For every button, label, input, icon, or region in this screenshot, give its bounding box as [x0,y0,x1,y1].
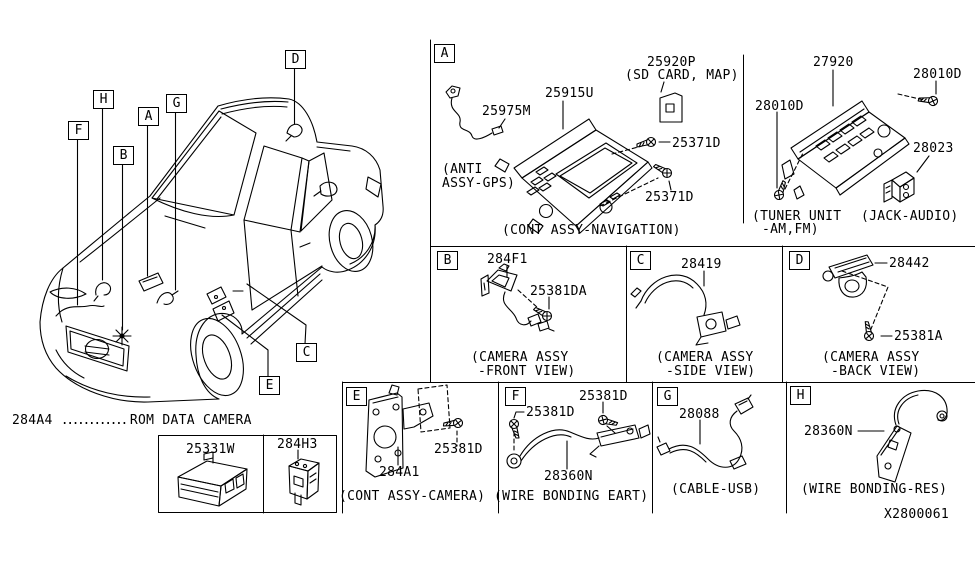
part-label-25381d-e: 25381D [434,442,483,457]
part-label-25331w: 25331W [186,442,235,457]
part-label-25915u: 25915U [545,86,594,101]
jack-audio-art [883,171,915,203]
part-label-28088: 28088 [679,407,720,422]
gps-antenna-art [445,85,504,140]
note-label: ROM DATA CAMERA [129,413,252,428]
screw-25371d-upper [636,136,657,148]
caption-side-cam-line1: (CAMERA ASSY [656,350,754,365]
car-drawing [39,97,384,403]
caption-cont-assy-camera: (CONT ASSY-CAMERA) [339,489,486,504]
car-callout-C: C [296,343,317,362]
rom-data-camera-note: 284A4 ............ROM DATA CAMERA [12,414,252,427]
caption-wire-bonding-eart: (WIRE BONDING EART) [494,489,649,504]
section-tag-D: D [789,251,810,270]
part-label-28442: 28442 [889,256,930,271]
sd-card-icon [659,92,683,123]
car-callout-B: B [113,146,134,165]
car-mounted-parts [55,123,303,346]
caption-back-cam-line1: (CAMERA ASSY [822,350,920,365]
part-label-25975m: 25975M [482,104,531,119]
side-camera-art [630,274,741,346]
relay-284h3-art [288,458,320,506]
caption-cable-usb: (CABLE-USB) [671,482,761,497]
tuner-unit-art [781,100,910,200]
part-label-25381da: 25381DA [530,284,587,299]
nav-unit-art [494,118,653,234]
note-code: 284A4 [12,413,53,428]
car-callout-leaders [76,68,307,377]
usb-cable-art [656,394,754,470]
assembly-dashed-lines [417,93,925,453]
part-label-28419: 28419 [681,257,722,272]
back-camera-art [822,254,874,298]
section-grid [158,39,975,514]
car-callout-A: A [138,107,159,126]
part-label-sd-card-sub: (SD CARD, MAP) [625,68,739,83]
part-label-28010d-right: 28010D [913,67,962,82]
caption-anti-line1: (ANTI [442,162,483,177]
part-label-25371d-upper: 25371D [672,136,721,151]
front-camera-art [480,263,555,332]
switch-25331w-art [177,451,248,507]
section-tag-B: B [437,251,458,270]
screw-25381da [533,302,554,324]
part-label-284f1: 284F1 [487,252,528,267]
part-label-25920p: 25920P [647,55,696,70]
camera-controller-art [365,384,434,478]
caption-back-cam-line2: -BACK VIEW) [831,364,921,379]
part-label-25381d-f-top: 25381D [579,389,628,404]
caption-tuner-line1: (TUNER UNIT [752,209,842,224]
car-callout-H: H [93,90,114,109]
caption-jack-audio: (JACK-AUDIO) [861,209,959,224]
section-tag-C: C [630,251,651,270]
caption-wire-bonding-res: (WIRE BONDING-RES) [801,482,948,497]
section-tag-G: G [657,387,678,406]
caption-cont-assy-navigation: (CONT ASSY-NAVIGATION) [502,223,681,238]
caption-front-cam-line1: (CAMERA ASSY [471,350,569,365]
label-leaders [212,69,937,470]
part-label-284h3: 284H3 [277,437,318,452]
car-callout-D: D [285,50,306,69]
part-label-284a1: 284A1 [379,465,420,480]
part-label-28360n-h: 28360N [804,424,853,439]
earth-strap-art [506,424,651,469]
screw-25381d-e [442,416,464,430]
res-wire-art [876,389,948,483]
screw-28010d-left [771,180,792,202]
part-label-28360n-f: 28360N [544,469,593,484]
section-tag-H: H [790,386,811,405]
section-tag-F: F [505,387,526,406]
car-callout-F: F [68,121,89,140]
part-label-27920: 27920 [813,55,854,70]
car-callout-E: E [259,376,280,395]
part-label-25381d-f-left: 25381D [526,405,575,420]
screw-25381d-f-top [596,412,619,432]
caption-anti-line2: ASSY-GPS) [442,176,516,191]
screw-25381a [863,321,876,342]
part-label-28010d-left: 28010D [755,99,804,114]
section-tag-E: E [346,387,367,406]
section-tag-A: A [434,44,455,63]
screw-25371d-lower [653,159,674,181]
caption-tuner-line2: -AM,FM) [762,222,819,237]
part-label-28023: 28023 [913,141,954,156]
caption-front-cam-line2: -FRONT VIEW) [478,364,576,379]
car-callout-G: G [166,94,187,113]
diagram-code: X2800061 [884,507,950,522]
part-label-25381a: 25381A [894,329,943,344]
caption-side-cam-line2: -SIDE VIEW) [666,364,756,379]
note-dots: ............ [60,413,129,428]
part-label-25371d-lower: 25371D [645,190,694,205]
